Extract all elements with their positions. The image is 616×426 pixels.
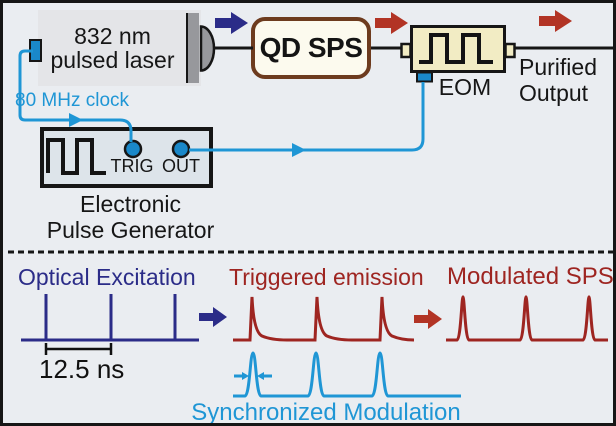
- excitation-to-emission-arrow-icon: [199, 307, 227, 327]
- pulse-generator-label-line1: Electronic: [80, 191, 181, 217]
- laser-end-cap: [186, 13, 199, 83]
- pulse-width-arrow-left-icon: [257, 372, 264, 380]
- purified-output-line2: Output: [519, 80, 589, 107]
- triggered-emission-label: Triggered emission: [229, 264, 424, 290]
- emission-to-modulated-arrow-icon: [414, 309, 442, 329]
- triggered-emission-waveform: [233, 296, 415, 342]
- sps-output-arrow-icon: [375, 12, 408, 34]
- purified-output-line1: Purified: [519, 54, 597, 80]
- optical-excitation-waveform: [21, 294, 199, 342]
- trigger-wire: [189, 82, 425, 152]
- pulsed-laser-box: 832 nm pulsed laser: [38, 10, 201, 86]
- eom-label: EOM: [438, 74, 492, 100]
- trigger-wire-arrow-icon: [292, 143, 306, 157]
- purified-output-label: Purified Output: [519, 54, 597, 106]
- modulated-sps-label: Modulated SPS: [447, 263, 614, 290]
- laser-lens-icon: [199, 25, 216, 72]
- clock-wire-arrow-icon: [69, 113, 83, 127]
- synchronized-modulation-waveform: [233, 351, 461, 398]
- eom-right-tab: [504, 42, 516, 59]
- pulse-generator-label: Electronic Pulse Generator: [28, 191, 233, 243]
- purified-output-arrow-icon: [539, 10, 572, 32]
- pulse-generator-label-line2: Pulse Generator: [46, 216, 215, 243]
- qd-sps-label: QD SPS: [259, 32, 363, 63]
- out-port-label: OUT: [162, 156, 200, 176]
- eom-box: [410, 25, 506, 73]
- trig-port-label: TRIG: [110, 156, 154, 176]
- laser-output-arrow-icon: [215, 12, 248, 34]
- clock-label: 80 MHz clock: [15, 90, 130, 111]
- period-label: 12.5 ns: [39, 354, 125, 384]
- laser-label-line1: 832 nm: [74, 22, 151, 49]
- qd-sps-box: QD SPS: [251, 17, 371, 79]
- optical-excitation-label: Optical Excitation: [18, 264, 196, 290]
- synchronized-modulation-label: Synchronized Modulation: [191, 399, 461, 426]
- modulated-sps-waveform: [446, 295, 608, 342]
- laser-label-line2: pulsed laser: [50, 47, 175, 73]
- pulse-width-arrow-right-icon: [242, 372, 249, 380]
